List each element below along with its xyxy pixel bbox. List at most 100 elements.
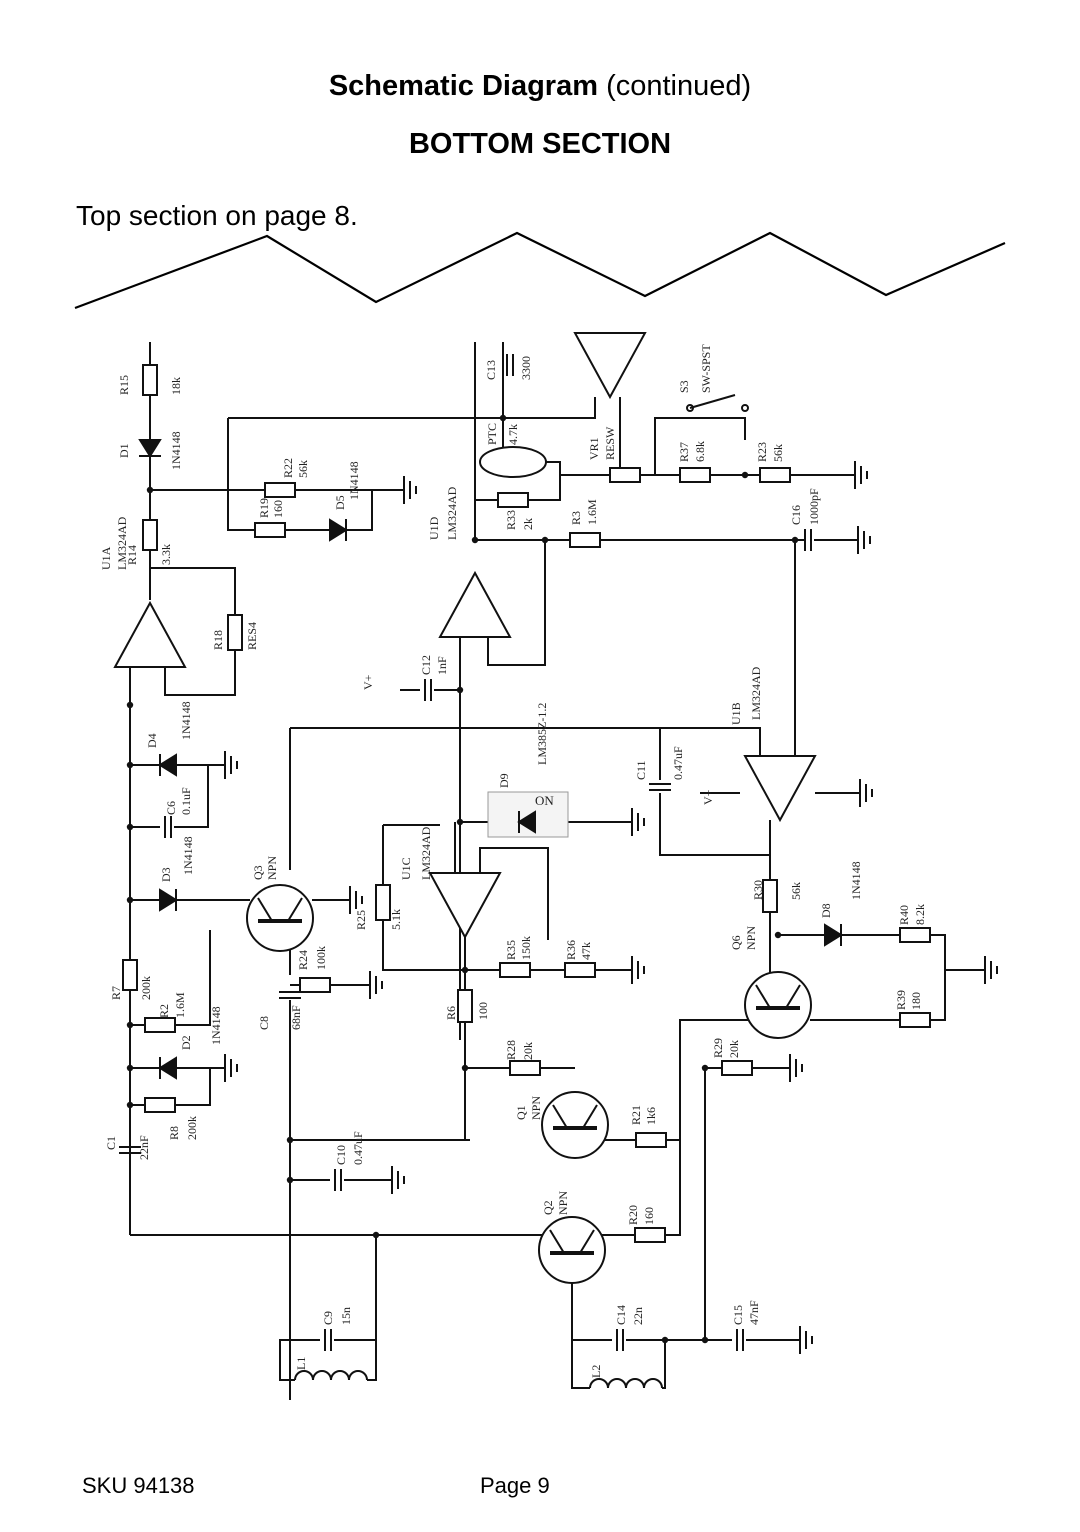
- wire: [571, 1283, 612, 1341]
- transistor-q2: [538, 1216, 606, 1284]
- label-r21: R21: [629, 1105, 643, 1125]
- junction-dot: [701, 1336, 709, 1344]
- opamp-u-top: [573, 332, 647, 400]
- resistor-r40: [899, 927, 931, 943]
- ground-symbol: [984, 956, 998, 984]
- label-r40: R40: [897, 905, 911, 925]
- capacitor-c1: [119, 1146, 141, 1154]
- label-vplus: V+: [701, 789, 715, 805]
- top-section-note: Top section on page 8.: [76, 200, 358, 231]
- capacitor-c13: [506, 354, 514, 376]
- label-r23v: 56k: [771, 444, 785, 462]
- capacitor-c14: [616, 1329, 624, 1351]
- label-r6: R6: [444, 1006, 458, 1020]
- label-c1: C1: [104, 1136, 118, 1150]
- capacitor-c16: [804, 529, 812, 551]
- opamp-u1c: [428, 872, 502, 940]
- label-r25: R25: [354, 910, 368, 930]
- resistor-r7: [122, 959, 138, 991]
- junction-dot: [741, 471, 749, 479]
- label-c13: C13: [484, 360, 498, 380]
- label-r15: R15: [117, 375, 131, 395]
- ground-symbol: [799, 1326, 813, 1354]
- label-r8: R8: [167, 1126, 181, 1140]
- diode-d5: [329, 518, 348, 542]
- inductor-l1: [294, 1370, 368, 1381]
- label-d5: D5: [333, 495, 347, 510]
- label-d5v: 1N4148: [347, 461, 361, 500]
- diode-d8: [824, 923, 843, 947]
- label-c9: C9: [321, 1311, 335, 1325]
- label-q6: Q6: [729, 935, 743, 950]
- label-r25v: 5.1k: [389, 909, 403, 930]
- label-c12v: 1nF: [435, 656, 449, 675]
- label-r20: R20: [626, 1205, 640, 1225]
- ground-symbol: [859, 779, 873, 807]
- ground-symbol: [857, 526, 871, 554]
- title-bold: Schematic Diagram: [328, 70, 598, 102]
- transistor-q1: [541, 1091, 609, 1159]
- label-d3: D3: [159, 867, 173, 882]
- label-r33v: 2k: [521, 518, 535, 530]
- label-r21v: 1k6: [644, 1107, 658, 1125]
- thermistor-ptc: [479, 446, 547, 478]
- switch-s3: [689, 394, 736, 409]
- label-d4: D4: [145, 733, 159, 748]
- label-r39: R39: [894, 990, 908, 1010]
- label-r2: R2: [157, 1004, 171, 1018]
- label-c14v: 22n: [631, 1307, 645, 1325]
- label-r36: R36: [564, 940, 578, 960]
- resistor-r29: [721, 1060, 753, 1076]
- label-u1cv: LM324AD: [419, 826, 433, 880]
- label-d8: D8: [819, 903, 833, 918]
- label-c9v: 15n: [339, 1307, 353, 1325]
- label-q3: Q3: [251, 865, 265, 880]
- resistor-r20: [634, 1227, 666, 1243]
- label-r18: R18: [211, 630, 225, 650]
- junction-dot: [126, 701, 134, 709]
- resistor-r39: [899, 1012, 931, 1028]
- label-c10: C10: [334, 1145, 348, 1165]
- diode-d3: [159, 888, 178, 912]
- label-q1v: NPN: [529, 1096, 543, 1120]
- label-r24v: 100k: [314, 946, 328, 970]
- label-u1av: LM324AD: [115, 516, 129, 570]
- wire: [930, 934, 985, 971]
- ground-symbol: [789, 1054, 803, 1082]
- ground-symbol: [224, 751, 238, 779]
- junction-dot: [126, 761, 134, 769]
- resistor-r2: [144, 1017, 176, 1033]
- label-c6: C6: [164, 801, 178, 815]
- capacitor-c15: [736, 1329, 744, 1351]
- label-r24: R24: [296, 950, 310, 970]
- resistor-r21: [635, 1132, 667, 1148]
- wire: [571, 1340, 590, 1389]
- resistor-r25: [375, 884, 391, 921]
- label-r6v: 100: [476, 1002, 490, 1020]
- resistor-r35: [499, 962, 531, 978]
- capacitor-c11: [649, 783, 671, 791]
- junction-dot: [372, 1231, 380, 1239]
- wire: [279, 1339, 295, 1381]
- label-q1: Q1: [514, 1105, 528, 1120]
- label-r23: R23: [755, 442, 769, 462]
- label-r22: R22: [281, 458, 295, 478]
- resistor-r19: [254, 522, 286, 538]
- label-on: ON: [535, 793, 554, 808]
- label-d9v: LM385Z-1.2: [535, 703, 549, 765]
- ground-symbol: [349, 886, 363, 914]
- resistor-r23: [759, 467, 791, 483]
- label-r18v: RES4: [245, 622, 259, 650]
- wire: [382, 920, 465, 971]
- label-s3: S3: [677, 380, 691, 393]
- capacitor-c9: [324, 1329, 332, 1351]
- capacitor-c8: [279, 991, 301, 999]
- label-r35: R35: [504, 940, 518, 960]
- label-l1: L1: [294, 1357, 308, 1370]
- label-d2: D2: [179, 1035, 193, 1050]
- wire: [930, 970, 946, 1021]
- capacitor-c10: [334, 1169, 342, 1191]
- footer-sku: SKU 94138: [82, 1473, 195, 1498]
- wire: [346, 490, 373, 531]
